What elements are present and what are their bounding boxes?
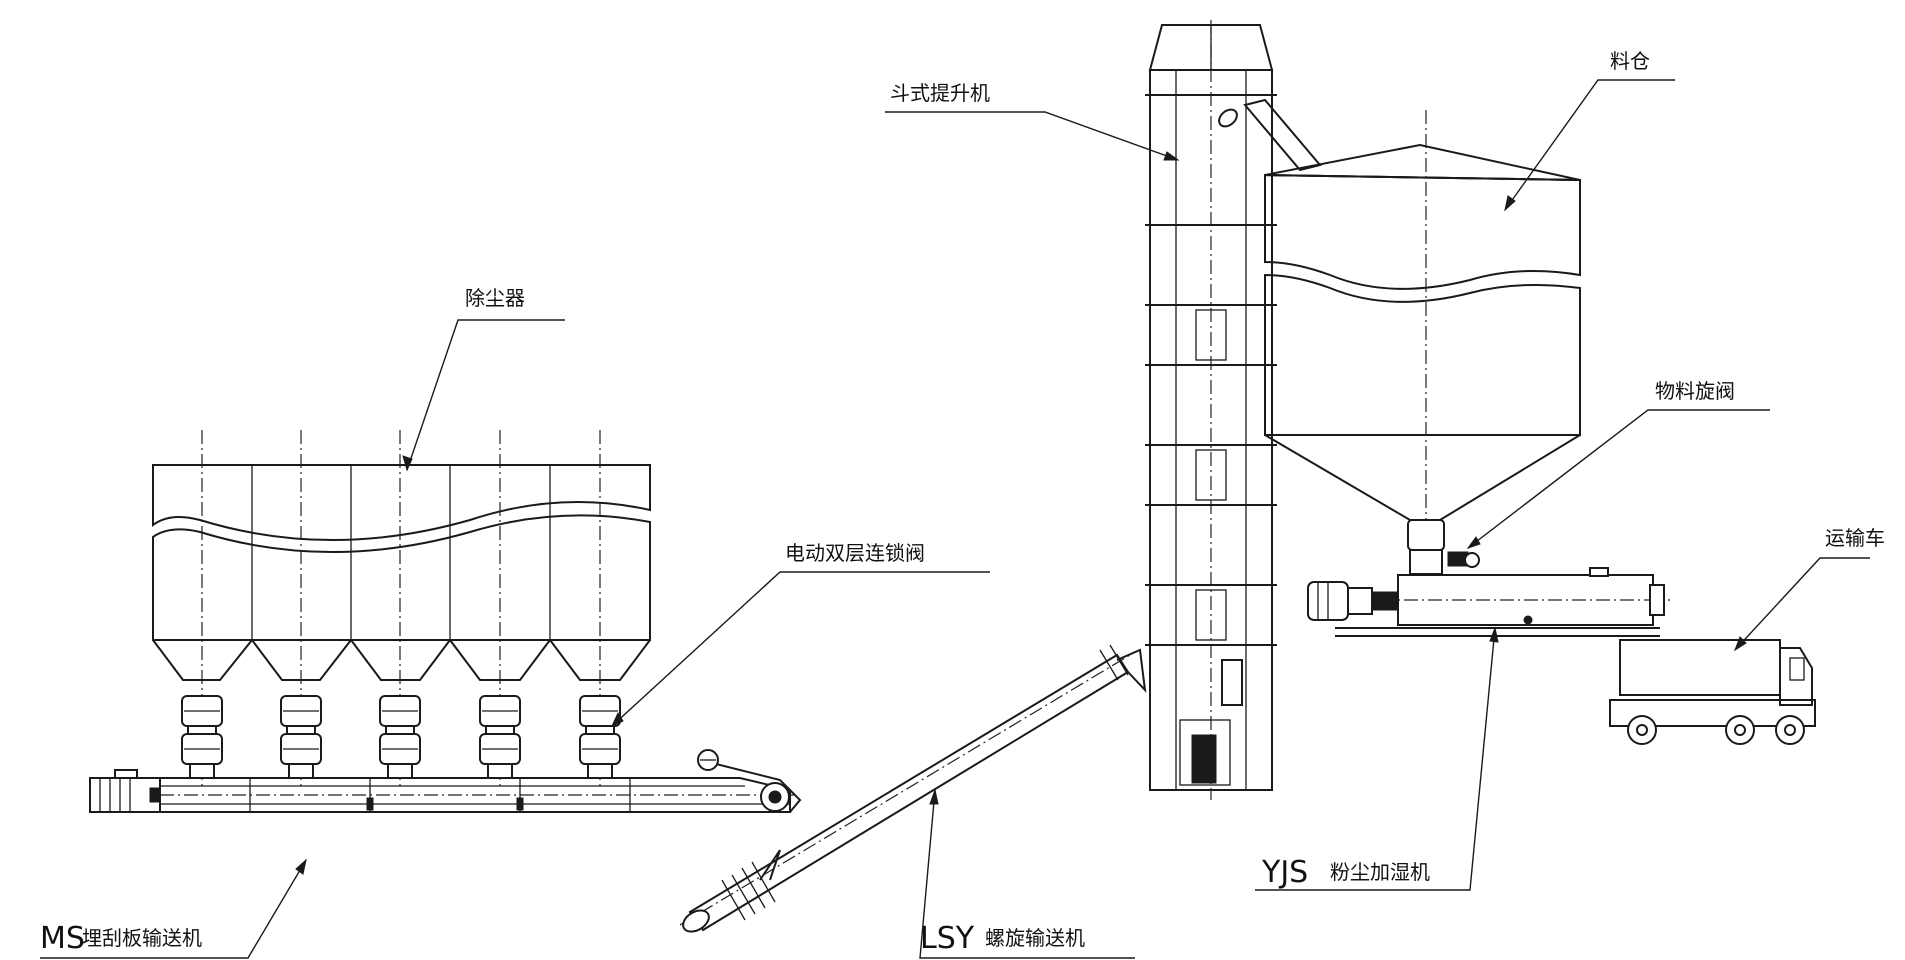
scraper-conveyor [89,749,802,813]
label-yjs-prefix: YJS [1261,855,1308,890]
screw-conveyor [679,644,1147,933]
label-yjs-name: 粉尘加湿机 [1330,860,1430,884]
dust-humidifier [1307,567,1670,637]
label-bucket-elevator: 斗式提升机 [890,81,990,105]
text-labels: 除尘器 电动双层连锁阀 MS 埋刮板输送机 LSY 螺旋输送机 斗式提升机 料仓… [40,49,1885,956]
transport-truck [1609,639,1816,745]
label-lsy-name: 螺旋输送机 [985,926,1085,950]
label-rotary-valve: 物料旋阀 [1655,379,1735,403]
double-lock-valves [181,695,621,779]
label-silo: 料仓 [1610,49,1650,73]
label-truck: 运输车 [1825,526,1885,550]
label-double-valve: 电动双层连锁阀 [785,541,925,565]
label-ms-name: 埋刮板输送机 [82,926,202,950]
label-ms-prefix: MS [40,921,85,956]
silo [1264,110,1581,580]
label-lsy-prefix: LSY [920,921,975,956]
leader-lines [40,79,1870,959]
label-dust-collector: 除尘器 [465,286,525,310]
dust-collector-bank [152,430,651,790]
bucket-elevator [1145,20,1322,800]
